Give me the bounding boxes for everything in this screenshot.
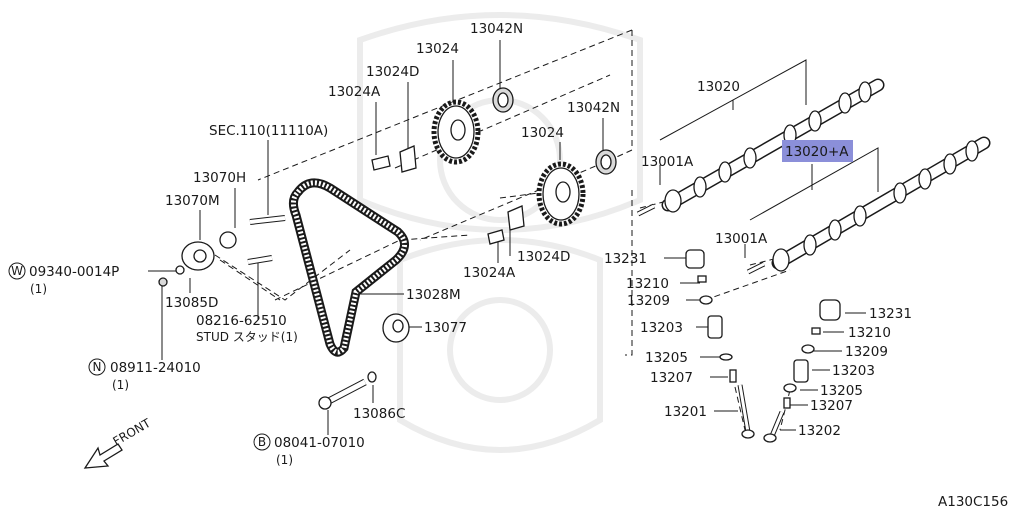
badge-n: N [88,358,106,376]
label-13024-mid: 13024 [521,125,564,141]
label-13209-right: 13209 [845,344,888,360]
label-stud-part: 08216-62510 [196,313,287,329]
timing-belt [288,178,409,357]
label-13210-right: 13210 [848,325,891,341]
label-13207-left: 13207 [650,370,693,386]
camshaft-dowel-pins [636,203,766,275]
label-13203-right: 13203 [832,363,875,379]
label-13070h: 13070H [193,170,246,186]
label-13085d: 13085D [165,295,218,311]
label-13209-left: 13209 [627,293,670,309]
badge-w: W [8,262,26,280]
label-b-qty: (1) [276,453,293,467]
label-13001a-mid: 13001A [715,231,768,247]
brackets-bolts [371,145,525,245]
label-13020a: 13020+A [785,144,849,160]
label-n-qty: (1) [112,378,129,392]
part-labels: 13024 13042N 13024D 13024A 13020 13042N … [29,21,1008,510]
label-13231-left: 13231 [604,251,647,267]
valve-train-exhaust [763,299,841,443]
leader-lines [148,40,879,435]
label-stud-desc: STUD スタッド(1) [196,330,298,344]
tensioner-pulley [158,231,237,287]
label-13028m: 13028M [406,287,461,303]
diagram-code: A130C156 [938,494,1008,510]
front-arrow-icon [83,443,123,469]
label-13024a-top: 13024A [328,84,381,100]
camshaft-pulley-upper [431,99,481,165]
oil-seals [492,87,617,175]
label-13210-left: 13210 [626,276,669,292]
label-13086c: 13086C [353,406,405,422]
svg-text:N: N [93,360,102,374]
badge-b: B [253,433,271,451]
label-13024d-top: 13024D [366,64,419,80]
label-n-part: 08911-24010 [110,360,201,376]
label-13202: 13202 [798,423,841,439]
label-w-part: 09340-0014P [29,264,119,280]
label-13077: 13077 [424,320,467,336]
studs-bolts [247,215,377,410]
label-13024d-mid: 13024D [517,249,570,265]
label-13231-right: 13231 [869,306,912,322]
label-13020: 13020 [697,79,740,95]
label-13207-right: 13207 [810,398,853,414]
label-13042n-mid: 13042N [567,100,620,116]
label-sec110: SEC.110(11110A) [209,123,328,139]
camshaft-pulley-middle [536,161,586,227]
label-b-part: 08041-07010 [274,435,365,451]
label-13205-left: 13205 [645,350,688,366]
label-13205-right: 13205 [820,383,863,399]
valve-train-intake [685,249,755,439]
svg-text:W: W [11,264,23,278]
label-w-qty: (1) [30,282,47,296]
label-13042n-top: 13042N [470,21,523,37]
highlight-box [782,140,853,162]
idler-pulley [382,313,410,343]
label-13201: 13201 [664,404,707,420]
label-13203-left: 13203 [640,320,683,336]
label-front: FRONT [111,416,154,449]
label-13070m: 13070M [165,193,220,209]
label-13001a-top: 13001A [641,154,694,170]
label-13024a-mid: 13024A [463,265,516,281]
svg-text:B: B [258,435,266,449]
label-13024-top: 13024 [416,41,459,57]
